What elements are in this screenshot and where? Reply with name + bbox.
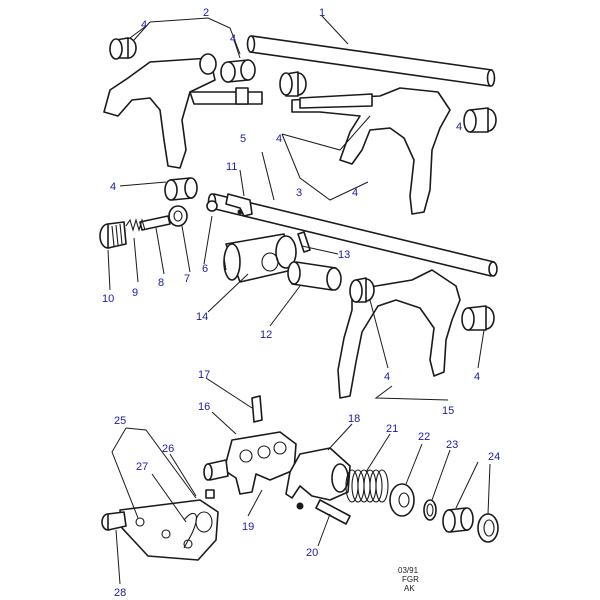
callout-28: 28 bbox=[114, 587, 126, 599]
callout-11: 11 bbox=[226, 161, 237, 173]
lever-housing-16 bbox=[203, 431, 297, 495]
detent-cap-7 bbox=[168, 205, 188, 227]
callout-1: 1 bbox=[319, 7, 325, 19]
shift-fork-2 bbox=[103, 37, 263, 169]
detent-spring-9 bbox=[125, 218, 146, 232]
callout-4c: 4 bbox=[276, 133, 282, 145]
screw-28 bbox=[101, 511, 127, 531]
callout-4e: 4 bbox=[352, 187, 358, 199]
callout-4g: 4 bbox=[384, 371, 390, 383]
callout-4d: 4 bbox=[456, 121, 462, 133]
spring-21 bbox=[345, 469, 389, 503]
callout-4a: 4 bbox=[141, 19, 147, 31]
callout-8: 8 bbox=[158, 277, 164, 289]
pin-26 bbox=[205, 489, 215, 499]
callout-12: 12 bbox=[260, 329, 272, 341]
detent-plunger-8 bbox=[139, 215, 171, 231]
callout-7: 7 bbox=[184, 273, 190, 285]
callout-21: 21 bbox=[386, 423, 398, 435]
callout-20: 20 bbox=[306, 547, 318, 559]
shift-fork-3 bbox=[279, 71, 497, 215]
callout-26: 26 bbox=[162, 443, 174, 455]
callout-15: 15 bbox=[442, 405, 454, 417]
callout-17: 17 bbox=[198, 369, 210, 381]
ring-23 bbox=[423, 499, 437, 521]
sleeve-12 bbox=[287, 261, 342, 291]
callout-4h: 4 bbox=[474, 371, 480, 383]
stamp-line-2: FGR bbox=[402, 575, 419, 584]
detent-ball-6 bbox=[206, 200, 218, 212]
cover-plate-25 bbox=[119, 499, 219, 561]
revision-stamp: 03/91 FGR AK bbox=[398, 566, 419, 593]
callout-2: 2 bbox=[203, 7, 209, 19]
callout-13: 13 bbox=[338, 249, 350, 261]
selector-rod-1 bbox=[246, 35, 496, 87]
stamp-line-1: 03/91 bbox=[398, 566, 419, 575]
callout-19: 19 bbox=[242, 521, 254, 533]
bush-4-lower bbox=[442, 507, 474, 533]
callout-16: 16 bbox=[198, 401, 210, 413]
detent-screw-10 bbox=[99, 221, 127, 249]
callout-9: 9 bbox=[132, 287, 138, 299]
callout-3: 3 bbox=[296, 187, 302, 199]
selector-block-14 bbox=[223, 233, 297, 283]
pin-17 bbox=[251, 395, 263, 423]
callout-4f: 4 bbox=[110, 181, 116, 193]
washer-22 bbox=[389, 483, 415, 517]
pin-20 bbox=[315, 499, 351, 525]
shift-fork-15 bbox=[337, 269, 495, 399]
callout-25: 25 bbox=[114, 415, 126, 427]
seal-24 bbox=[477, 513, 499, 543]
actuator-18 bbox=[285, 447, 351, 510]
callout-4b: 4 bbox=[230, 33, 236, 45]
callout-27: 27 bbox=[136, 461, 148, 473]
callout-labels: 1 2 3 4 4 4 4 4 4 4 4 5 6 7 8 9 10 11 12… bbox=[102, 7, 500, 599]
callout-14: 14 bbox=[196, 311, 208, 323]
callout-6: 6 bbox=[202, 263, 208, 275]
clip-27 bbox=[183, 512, 197, 549]
callout-22: 22 bbox=[418, 431, 430, 443]
callout-24: 24 bbox=[488, 451, 500, 463]
pin-13 bbox=[297, 231, 311, 253]
stamp-line-3: AK bbox=[404, 584, 415, 593]
bush-4-left bbox=[164, 177, 198, 201]
interlock-plate-11 bbox=[225, 193, 253, 217]
callout-5: 5 bbox=[240, 133, 246, 145]
callout-23: 23 bbox=[446, 439, 458, 451]
callout-10: 10 bbox=[102, 293, 114, 305]
leader-lines bbox=[107, 15, 491, 585]
callout-18: 18 bbox=[348, 413, 360, 425]
